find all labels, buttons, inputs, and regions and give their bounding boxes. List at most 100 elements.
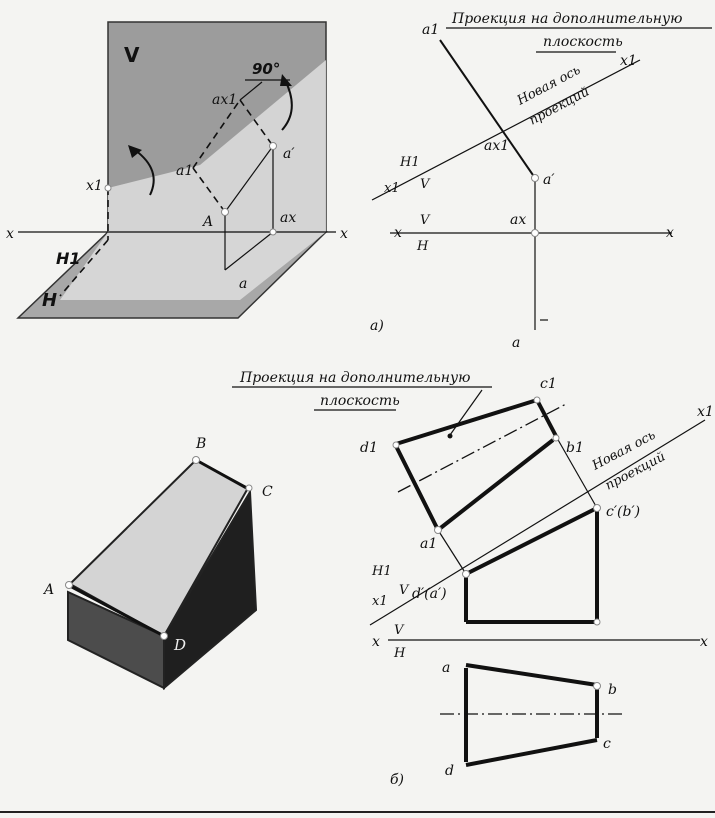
label-x-right-b: x	[700, 634, 708, 650]
label-plane-h: H	[42, 290, 57, 311]
rotation-arrowhead-right	[280, 74, 292, 86]
top-d-c	[465, 738, 598, 767]
label-V-upper: V	[420, 177, 431, 192]
proj-a1-aprime	[439, 39, 536, 179]
point-D	[160, 632, 168, 640]
point-b-top	[593, 682, 601, 690]
label-c-top: c	[603, 736, 611, 752]
title-b-line1: Проекция на дополнительную	[239, 370, 470, 386]
line-a1-ax1	[192, 99, 241, 169]
label-ax1-ortho: ax1	[484, 138, 509, 154]
label-H-b: H	[393, 646, 406, 661]
label-a-top: a	[442, 660, 450, 676]
new-axis-a	[371, 59, 641, 201]
label-aprime: a′	[283, 146, 295, 162]
label-x-right-a: x	[666, 225, 674, 241]
leader-dot-b	[447, 433, 453, 439]
figure-a-isometric: V H H1 90° x x x1 ax1 a1 a′ A ax a	[6, 21, 348, 319]
label-c1: c1	[540, 376, 557, 392]
h1-edge-dash	[59, 239, 109, 297]
line-ax1-90	[239, 81, 263, 101]
label-d-top: d	[445, 763, 454, 779]
rotation-arrowhead-left	[128, 145, 142, 158]
label-ax1: ax1	[212, 92, 237, 108]
label-ax: ax	[280, 210, 296, 226]
label-B: B	[195, 436, 206, 452]
label-a: a	[239, 276, 247, 292]
proj-cb-da	[465, 506, 598, 576]
label-b1: b1	[566, 440, 584, 456]
edge-c1-b1	[535, 399, 559, 439]
point-cb	[593, 504, 601, 512]
title-a-line1: Проекция на дополнительную	[451, 11, 682, 27]
point-front-br	[593, 618, 601, 626]
proj-a1-da	[437, 529, 467, 575]
label-A-solid: A	[42, 582, 54, 598]
title-b-line2: плоскость	[320, 393, 400, 409]
solid-side-face	[163, 488, 258, 691]
centerline-aux	[397, 403, 567, 493]
label-V-lower: V	[420, 213, 431, 228]
edge-a1-d1	[394, 445, 440, 531]
label-ax-ortho: ax	[510, 212, 526, 228]
edge-d1-c1	[395, 398, 538, 446]
label-a1-b: a1	[420, 536, 437, 552]
point-da	[462, 570, 470, 578]
line-A-a1	[192, 167, 226, 213]
label-D: D	[173, 636, 186, 654]
point-c1	[533, 396, 541, 404]
label-axis-x-left: x	[6, 226, 14, 242]
point-A	[221, 208, 229, 216]
point-aprime	[269, 142, 277, 150]
label-x-left-a: x	[394, 225, 402, 241]
label-x1: x1	[86, 178, 103, 194]
line-a-ax	[224, 231, 274, 271]
point-d1	[392, 441, 400, 449]
top-a-b	[465, 663, 598, 687]
point-C	[245, 484, 253, 492]
label-C: C	[262, 484, 273, 500]
label-plane-v: V	[124, 43, 140, 67]
edge-b1-a1	[436, 438, 555, 532]
label-b-top: b	[608, 682, 617, 698]
label-x1-top: x1	[620, 53, 637, 69]
point-B	[192, 456, 200, 464]
label-x-left-b: x	[372, 634, 380, 650]
label-plane-h1: H1	[56, 249, 81, 268]
point-b1	[552, 434, 560, 442]
point-a1-b	[434, 526, 442, 534]
label-angle: 90°	[252, 60, 280, 78]
point-ax	[269, 228, 277, 236]
caption-b: б)	[390, 772, 404, 788]
solid-edge-AD	[69, 584, 165, 638]
label-a1-ortho: a1	[422, 22, 439, 38]
label-H: H	[416, 239, 429, 254]
new-axis-b	[369, 419, 706, 626]
label-H1-b: H1	[371, 564, 392, 579]
point-A-solid	[65, 581, 73, 589]
label-V-lower-b: V	[394, 623, 405, 638]
point-ax-ortho	[531, 229, 539, 237]
label-A: A	[201, 214, 213, 230]
point-aprime-ortho	[531, 174, 539, 182]
label-da: d′(a′)	[412, 586, 447, 602]
rotation-arrow-left	[134, 149, 155, 196]
label-a-ortho: a	[512, 335, 520, 351]
label-H1-ortho: H1	[399, 155, 420, 170]
label-d1: d1	[360, 440, 378, 456]
title-a-line2: плоскость	[543, 34, 623, 50]
leader-b	[449, 389, 483, 436]
figure-b-orthographic: Проекция на дополнительную плоскость	[232, 370, 714, 788]
solid-edge-BC	[195, 458, 251, 492]
label-a1: a1	[176, 163, 193, 179]
label-aprime-ortho: a′	[543, 172, 555, 188]
figure-a-orthographic: Проекция на дополнительную плоскость a1 …	[370, 11, 712, 351]
label-x1-left: x1	[384, 181, 400, 196]
label-V-upper-b: V	[399, 583, 410, 598]
plane-h1	[60, 60, 326, 300]
label-x1-left-b: x1	[372, 594, 388, 609]
label-cb: c′(b′)	[606, 504, 640, 520]
figure-b-solid: B C A D	[42, 436, 273, 691]
point-x1	[104, 184, 112, 192]
